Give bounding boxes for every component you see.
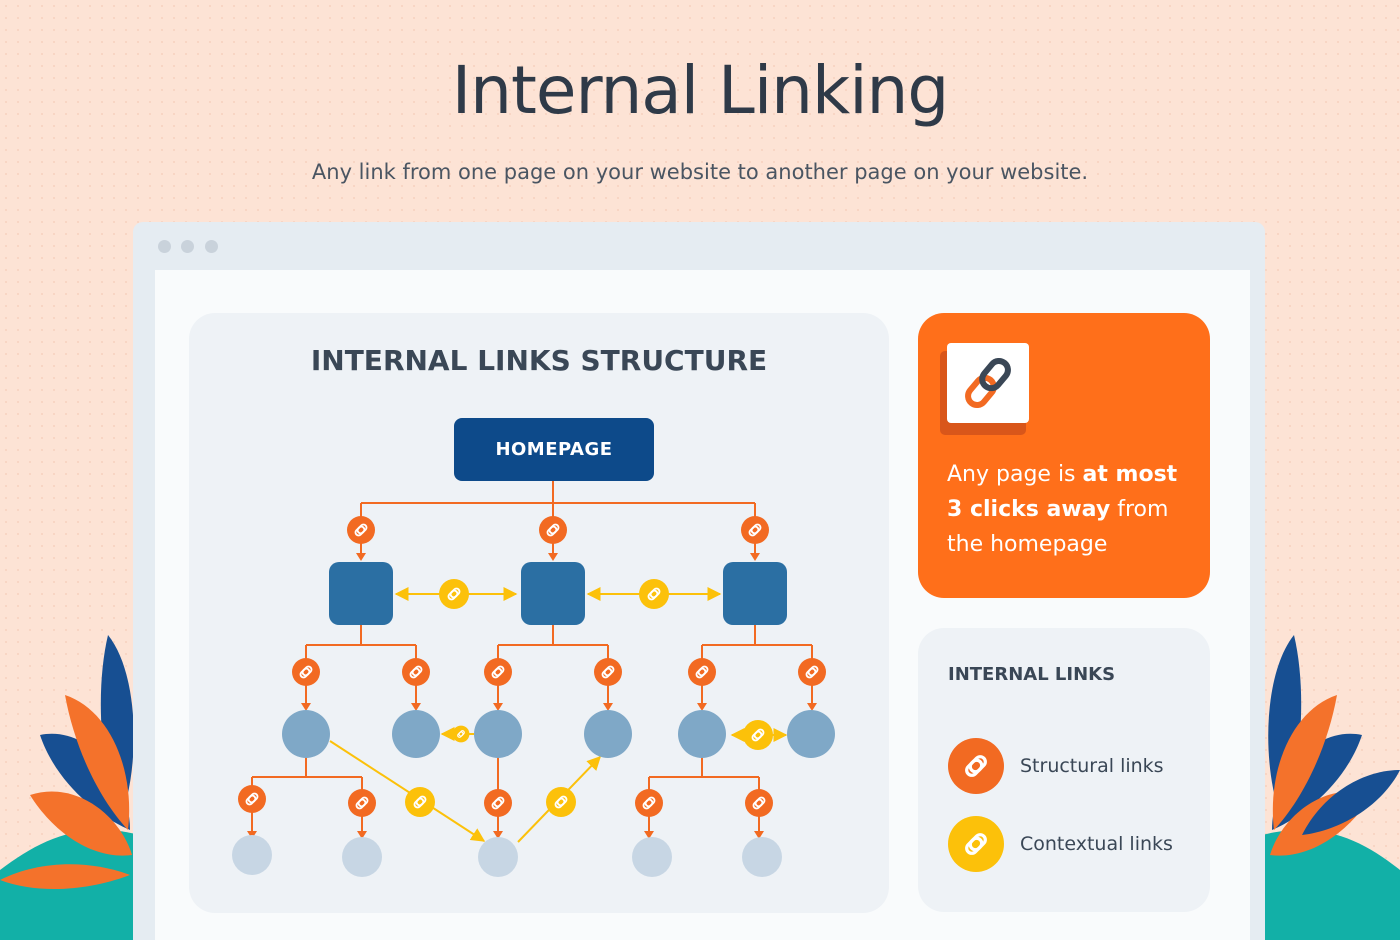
leaf-page-node (742, 837, 782, 877)
contextual-link-icon (405, 579, 773, 817)
plant-decoration-left (0, 635, 140, 940)
subpage-node (392, 710, 440, 758)
structural-line (648, 757, 760, 836)
legend-title: INTERNAL LINKS (948, 664, 1116, 685)
callout-text: Any page is at most 3 clicks away from t… (947, 462, 1178, 557)
structural-line (251, 757, 363, 836)
category-node (521, 562, 585, 625)
leaf-page-node (232, 835, 272, 875)
homepage-label: HOMEPAGE (495, 439, 613, 460)
contextual-link-icon (948, 816, 1004, 872)
window-dot-icon (205, 240, 218, 253)
leaf-page-node (632, 837, 672, 877)
plant-decoration-right (1262, 635, 1400, 940)
legend-item-contextual: Contextual links (948, 816, 1208, 872)
subpage-node (678, 710, 726, 758)
clicks-away-callout: Any page is at most 3 clicks away from t… (918, 313, 1210, 598)
link-icon (947, 343, 1029, 423)
legend-panel: INTERNAL LINKS Structural links Contextu… (918, 628, 1210, 912)
page-subtitle: Any link from one page on your website t… (311, 160, 1089, 184)
leaf-page-node (342, 837, 382, 877)
page-title: Internal Linking (451, 52, 950, 129)
structural-line (701, 625, 813, 708)
structural-line (497, 625, 609, 708)
legend-item-structural: Structural links (948, 738, 1208, 794)
category-node (329, 562, 393, 625)
legend-label: Structural links (1020, 755, 1164, 777)
category-node (723, 562, 787, 625)
window-dot-icon (181, 240, 194, 253)
structural-link-icon (238, 516, 826, 817)
window-dot-icon (158, 240, 171, 253)
contextual-line (329, 740, 486, 842)
structural-line (305, 625, 417, 708)
subpage-node (787, 710, 835, 758)
leaf-page-node (478, 837, 518, 877)
structural-link-icon (948, 738, 1004, 794)
legend-label: Contextual links (1020, 833, 1173, 855)
subpage-node (584, 710, 632, 758)
callout-emphasis: at most 3 clicks away (947, 462, 1178, 522)
structure-title: INTERNAL LINKS STRUCTURE (310, 344, 768, 377)
subpage-node (282, 710, 330, 758)
subpage-node (474, 710, 522, 758)
homepage-node (454, 418, 654, 481)
